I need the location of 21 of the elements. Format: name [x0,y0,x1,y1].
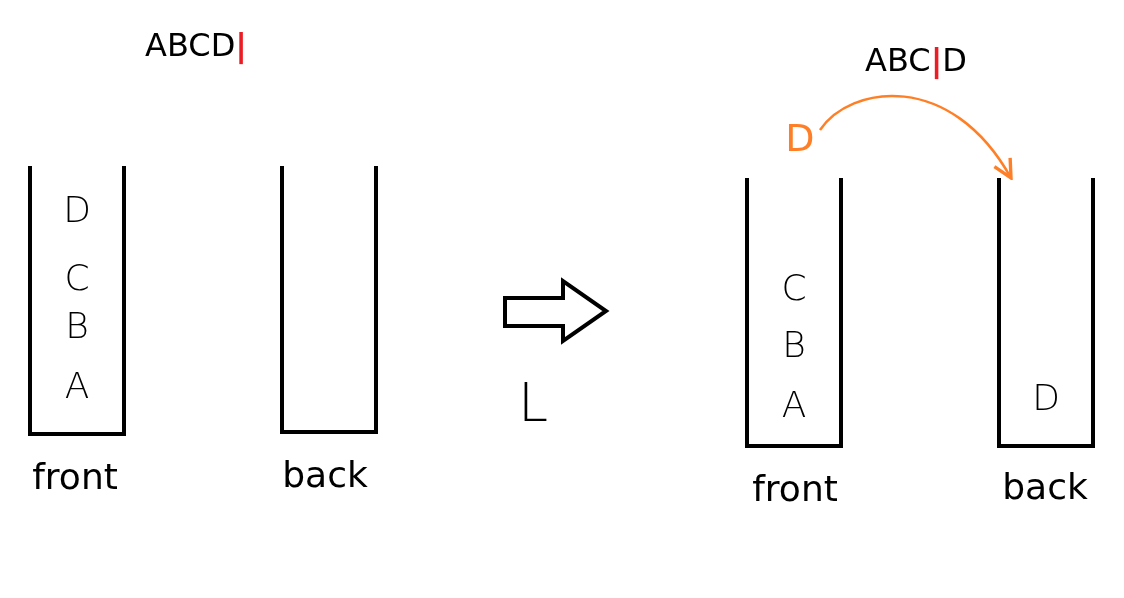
stack-item: B [64,306,90,346]
stack-caption: back [281,453,369,497]
stack-item: B [781,325,807,365]
text-label: ABC|D [865,40,967,80]
text-label: ABCD| [145,25,247,65]
stack-item: A [780,385,808,425]
stack-caption: front [751,467,839,511]
stack-container [997,178,1095,448]
stack-caption: back [1001,465,1089,509]
stack-item: A [63,366,91,406]
stack-item: C [63,258,91,298]
stack-caption: front [31,455,119,499]
text-label: L [518,372,549,434]
stack-item: D [1031,378,1061,418]
stack-container [745,178,843,448]
stack-item: D [62,190,92,230]
arrow [819,94,1013,180]
stack-item: C [780,268,808,308]
stack-container [28,166,126,436]
stack-container [280,166,378,434]
moved-letter: D [780,116,820,160]
